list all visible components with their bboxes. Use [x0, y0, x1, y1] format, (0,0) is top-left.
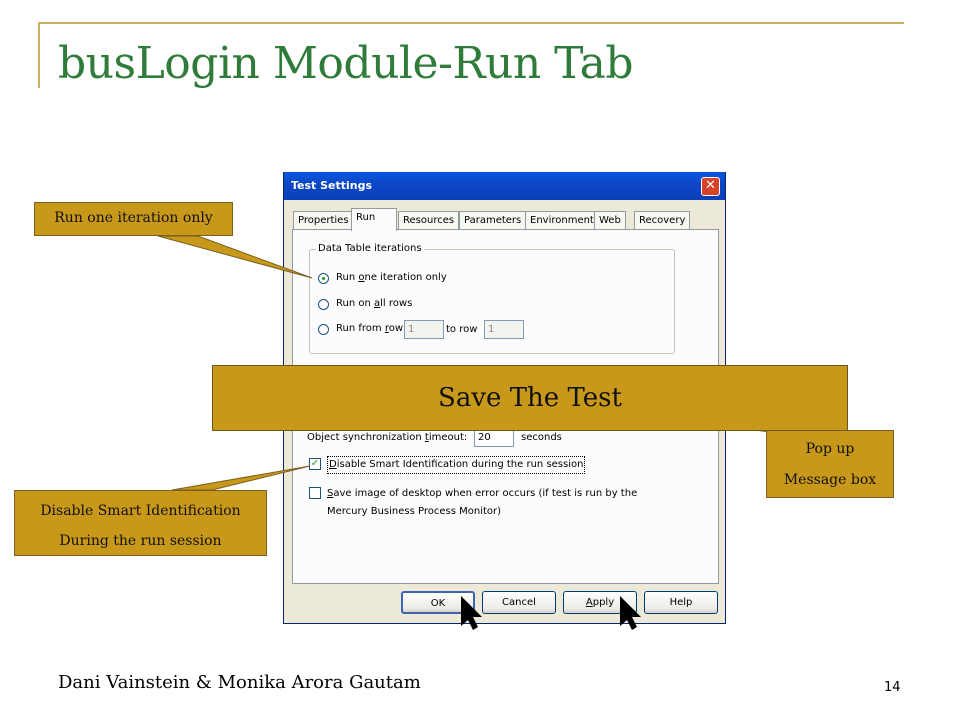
callout-popup-message-box: Pop up Message box: [766, 430, 894, 498]
slide-title: busLogin Module-Run Tab: [58, 38, 634, 89]
tab-resources[interactable]: Resources: [398, 211, 460, 230]
slide-frame-left: [38, 22, 40, 88]
callout-line: During the run session: [59, 533, 222, 549]
footer-author: Dani Vainstein & Monika Arora Gautam: [58, 672, 421, 693]
callout-line: Message box: [783, 472, 877, 488]
checkbox-empty[interactable]: [309, 487, 321, 499]
tab-environment[interactable]: Environment: [525, 211, 599, 230]
radio-button[interactable]: [318, 299, 329, 310]
callout-save-the-test: Save The Test: [212, 365, 848, 431]
radio-label: Run one iteration only: [336, 272, 447, 283]
checkbox-label: Save image of desktop when error occurs …: [327, 488, 638, 499]
tab-strip: Properties Run Resources Parameters Envi…: [293, 208, 723, 231]
group-legend: Data Table iterations: [316, 243, 424, 254]
ok-button[interactable]: OK: [401, 591, 475, 614]
help-button[interactable]: Help: [644, 591, 718, 614]
page-number: 14: [884, 680, 901, 695]
callout-line: Pop up: [805, 441, 855, 457]
tab-run[interactable]: Run: [351, 208, 397, 231]
radio-button[interactable]: [318, 324, 329, 335]
close-icon[interactable]: ✕: [701, 177, 720, 196]
callout-run-one-iteration: Run one iteration only: [34, 202, 233, 236]
sync-timeout-unit: seconds: [521, 432, 562, 443]
data-table-iterations-group: Data Table iterations Run one iteration …: [309, 243, 675, 354]
checkbox-label: Disable Smart Identification during the …: [327, 456, 586, 474]
from-row-input[interactable]: 1: [404, 320, 444, 339]
tab-web[interactable]: Web: [594, 211, 626, 230]
callout-disable-smart-identification: Disable Smart Identification During the …: [14, 490, 267, 556]
dialog-title: Test Settings: [291, 179, 373, 192]
tab-recovery[interactable]: Recovery: [634, 211, 691, 230]
apply-button[interactable]: Apply: [563, 591, 637, 614]
dialog-titlebar[interactable]: Test Settings ✕: [284, 172, 725, 200]
tab-properties[interactable]: Properties: [293, 211, 354, 230]
to-row-input[interactable]: 1: [484, 320, 524, 339]
to-row-label: to row: [446, 324, 478, 335]
checkbox-label-line2: Mercury Business Process Monitor): [327, 506, 502, 517]
radio-label: Run from row: [336, 323, 404, 334]
radio-button-selected[interactable]: [318, 273, 329, 284]
radio-label: Run on all rows: [336, 298, 413, 309]
callout-line: Disable Smart Identification: [40, 503, 241, 519]
slide-frame-top: [38, 22, 904, 24]
check-icon[interactable]: ✓: [309, 458, 321, 470]
sync-timeout-label: Object synchronization timeout:: [307, 432, 468, 443]
cancel-button[interactable]: Cancel: [482, 591, 556, 614]
tab-parameters[interactable]: Parameters: [459, 211, 527, 230]
